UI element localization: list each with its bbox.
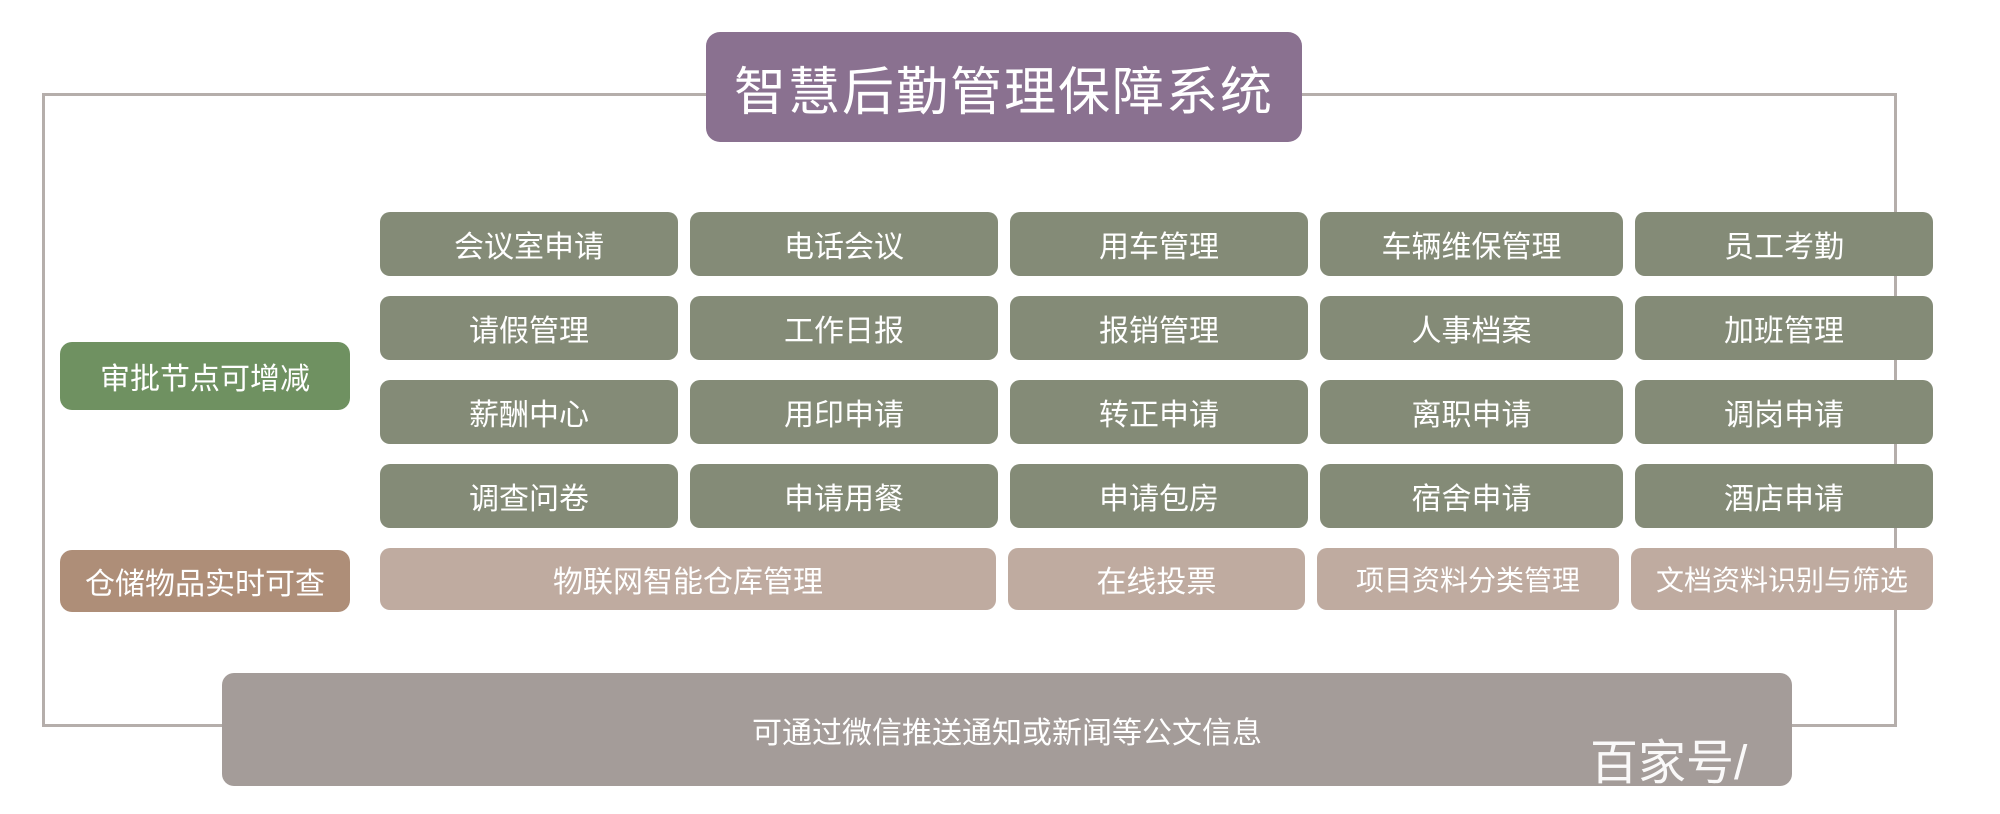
module-label: 用车管理 bbox=[1098, 231, 1219, 264]
module-label: 用印申请 bbox=[783, 399, 904, 432]
module-label: 员工考勤 bbox=[1723, 231, 1844, 264]
module-button-private-room-application[interactable]: 申请包房 bbox=[1009, 464, 1308, 528]
module-button-regularization-application[interactable]: 转正申请 bbox=[1009, 380, 1308, 444]
module-label: 申请用餐 bbox=[783, 483, 904, 516]
wechat-notification-bar: 可通过微信推送通知或新闻等公文信息 bbox=[222, 673, 1792, 786]
module-label: 申请包房 bbox=[1098, 483, 1219, 516]
module-button-salary-center[interactable]: 薪酬中心 bbox=[380, 380, 679, 444]
module-label: 宿舍申请 bbox=[1411, 483, 1532, 516]
label-storage-realtime-query-text: 仓储物品实时可查 bbox=[85, 568, 325, 601]
module-label: 车辆维保管理 bbox=[1381, 231, 1562, 264]
module-label: 离职申请 bbox=[1411, 399, 1532, 432]
module-button-dormitory-application[interactable]: 宿舍申请 bbox=[1319, 464, 1623, 528]
label-approval-nodes-adjustable: 审批节点可增减 bbox=[60, 342, 350, 410]
system-title-text: 智慧后勤管理保障系统 bbox=[733, 63, 1274, 122]
module-button-reimbursement[interactable]: 报销管理 bbox=[1009, 296, 1308, 360]
module-button-iot-smart-warehouse[interactable]: 物联网智能仓库管理 bbox=[380, 548, 996, 610]
module-label: 调查问卷 bbox=[469, 483, 589, 516]
module-button-work-daily-report[interactable]: 工作日报 bbox=[690, 296, 998, 360]
module-button-employee-attendance[interactable]: 员工考勤 bbox=[1634, 212, 1933, 276]
module-button-vehicle-maintenance[interactable]: 车辆维保管理 bbox=[1319, 212, 1623, 276]
module-label: 加班管理 bbox=[1723, 315, 1844, 348]
module-button-document-recognition-filtering[interactable]: 文档资料识别与筛选 bbox=[1630, 548, 1933, 610]
module-label: 薪酬中心 bbox=[469, 399, 589, 432]
module-label: 报销管理 bbox=[1098, 315, 1219, 348]
module-button-hotel-application[interactable]: 酒店申请 bbox=[1634, 464, 1933, 528]
module-row-3: 薪酬中心 用印申请 转正申请 离职申请 调岗申请 bbox=[380, 380, 1933, 444]
module-label: 酒店申请 bbox=[1723, 483, 1844, 516]
module-button-transfer-application[interactable]: 调岗申请 bbox=[1634, 380, 1933, 444]
module-label: 会议室申请 bbox=[454, 231, 604, 264]
module-row-1: 会议室申请 电话会议 用车管理 车辆维保管理 员工考勤 bbox=[380, 212, 1933, 276]
module-label: 调岗申请 bbox=[1723, 399, 1844, 432]
module-button-seal-application[interactable]: 用印申请 bbox=[690, 380, 998, 444]
module-button-resignation-application[interactable]: 离职申请 bbox=[1319, 380, 1623, 444]
label-approval-nodes-adjustable-text: 审批节点可增减 bbox=[100, 363, 310, 396]
module-button-leave-management[interactable]: 请假管理 bbox=[380, 296, 679, 360]
module-label: 工作日报 bbox=[783, 315, 904, 348]
module-label: 电话会议 bbox=[783, 231, 904, 264]
module-button-overtime-management[interactable]: 加班管理 bbox=[1634, 296, 1933, 360]
module-label: 在线投票 bbox=[1096, 566, 1217, 599]
module-label: 请假管理 bbox=[469, 315, 589, 348]
module-button-phone-conference[interactable]: 电话会议 bbox=[690, 212, 998, 276]
module-button-questionnaire[interactable]: 调查问卷 bbox=[380, 464, 679, 528]
module-label: 文档资料识别与筛选 bbox=[1655, 565, 1908, 596]
module-button-hr-archive[interactable]: 人事档案 bbox=[1319, 296, 1623, 360]
label-storage-realtime-query: 仓储物品实时可查 bbox=[60, 550, 350, 612]
wechat-notification-text: 可通过微信推送通知或新闻等公文信息 bbox=[752, 716, 1262, 750]
module-grid: 会议室申请 电话会议 用车管理 车辆维保管理 员工考勤 请假管理 工作日报 报销… bbox=[380, 212, 1933, 610]
module-row-2: 请假管理 工作日报 报销管理 人事档案 加班管理 bbox=[380, 296, 1933, 360]
module-label: 转正申请 bbox=[1098, 399, 1219, 432]
module-label: 人事档案 bbox=[1411, 315, 1532, 348]
module-row-5: 物联网智能仓库管理 在线投票 项目资料分类管理 文档资料识别与筛选 bbox=[380, 548, 1933, 610]
module-label: 项目资料分类管理 bbox=[1355, 565, 1580, 596]
module-label: 物联网智能仓库管理 bbox=[552, 566, 823, 599]
module-row-4: 调查问卷 申请用餐 申请包房 宿舍申请 酒店申请 bbox=[380, 464, 1933, 528]
module-button-project-document-classification[interactable]: 项目资料分类管理 bbox=[1316, 548, 1619, 610]
system-title-banner: 智慧后勤管理保障系统 bbox=[706, 32, 1302, 142]
module-button-meeting-room[interactable]: 会议室申请 bbox=[380, 212, 679, 276]
module-button-online-voting[interactable]: 在线投票 bbox=[1007, 548, 1305, 610]
module-button-vehicle-use[interactable]: 用车管理 bbox=[1009, 212, 1308, 276]
module-button-meal-application[interactable]: 申请用餐 bbox=[690, 464, 998, 528]
